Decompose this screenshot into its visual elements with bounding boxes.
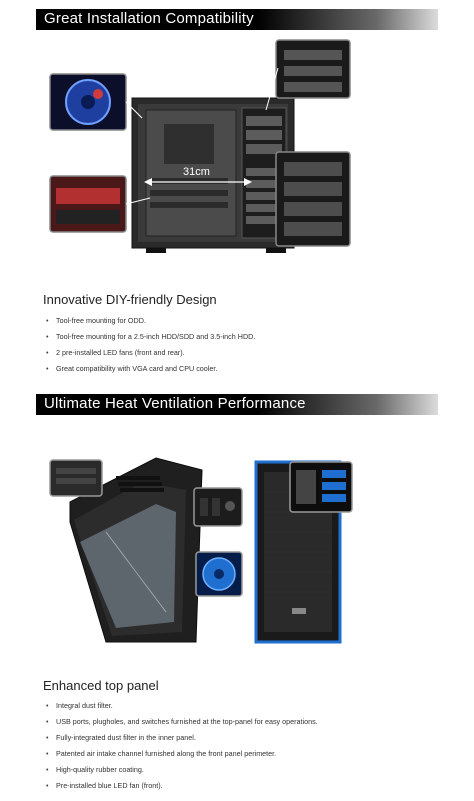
case-interior-image	[49, 39, 351, 253]
banner-installation-compatibility: Great Installation Compatibility	[36, 9, 438, 30]
top-panel-feature-list: Integral dust filter. USB ports, plughol…	[46, 701, 318, 797]
diy-feature-list: Tool-free mounting for ODD. Tool-free mo…	[46, 316, 255, 380]
list-item: Patented air intake channel furnished al…	[46, 749, 318, 765]
list-item: Tool-free mounting for a 2.5-inch HDD/SD…	[46, 332, 255, 348]
diy-design-title: Innovative DIY-friendly Design	[43, 292, 217, 307]
banner-title: Ultimate Heat Ventilation Performance	[44, 395, 306, 412]
list-item: USB ports, plugholes, and switches furni…	[46, 717, 318, 733]
list-item: High-quality rubber coating.	[46, 765, 318, 781]
list-item: Fully-integrated dust filter in the inne…	[46, 733, 318, 749]
list-item: Tool-free mounting for ODD.	[46, 316, 255, 332]
measurement-label: 31cm	[183, 166, 210, 178]
case-exterior-image	[49, 457, 353, 644]
top-panel-title: Enhanced top panel	[43, 678, 159, 693]
list-item: Pre-installed blue LED fan (front).	[46, 781, 318, 797]
banner-title: Great Installation Compatibility	[44, 10, 254, 27]
banner-heat-ventilation: Ultimate Heat Ventilation Performance	[36, 394, 438, 415]
list-item: 2 pre-installed LED fans (front and rear…	[46, 348, 255, 364]
list-item: Integral dust filter.	[46, 701, 318, 717]
list-item: Great compatibility with VGA card and CP…	[46, 364, 255, 380]
